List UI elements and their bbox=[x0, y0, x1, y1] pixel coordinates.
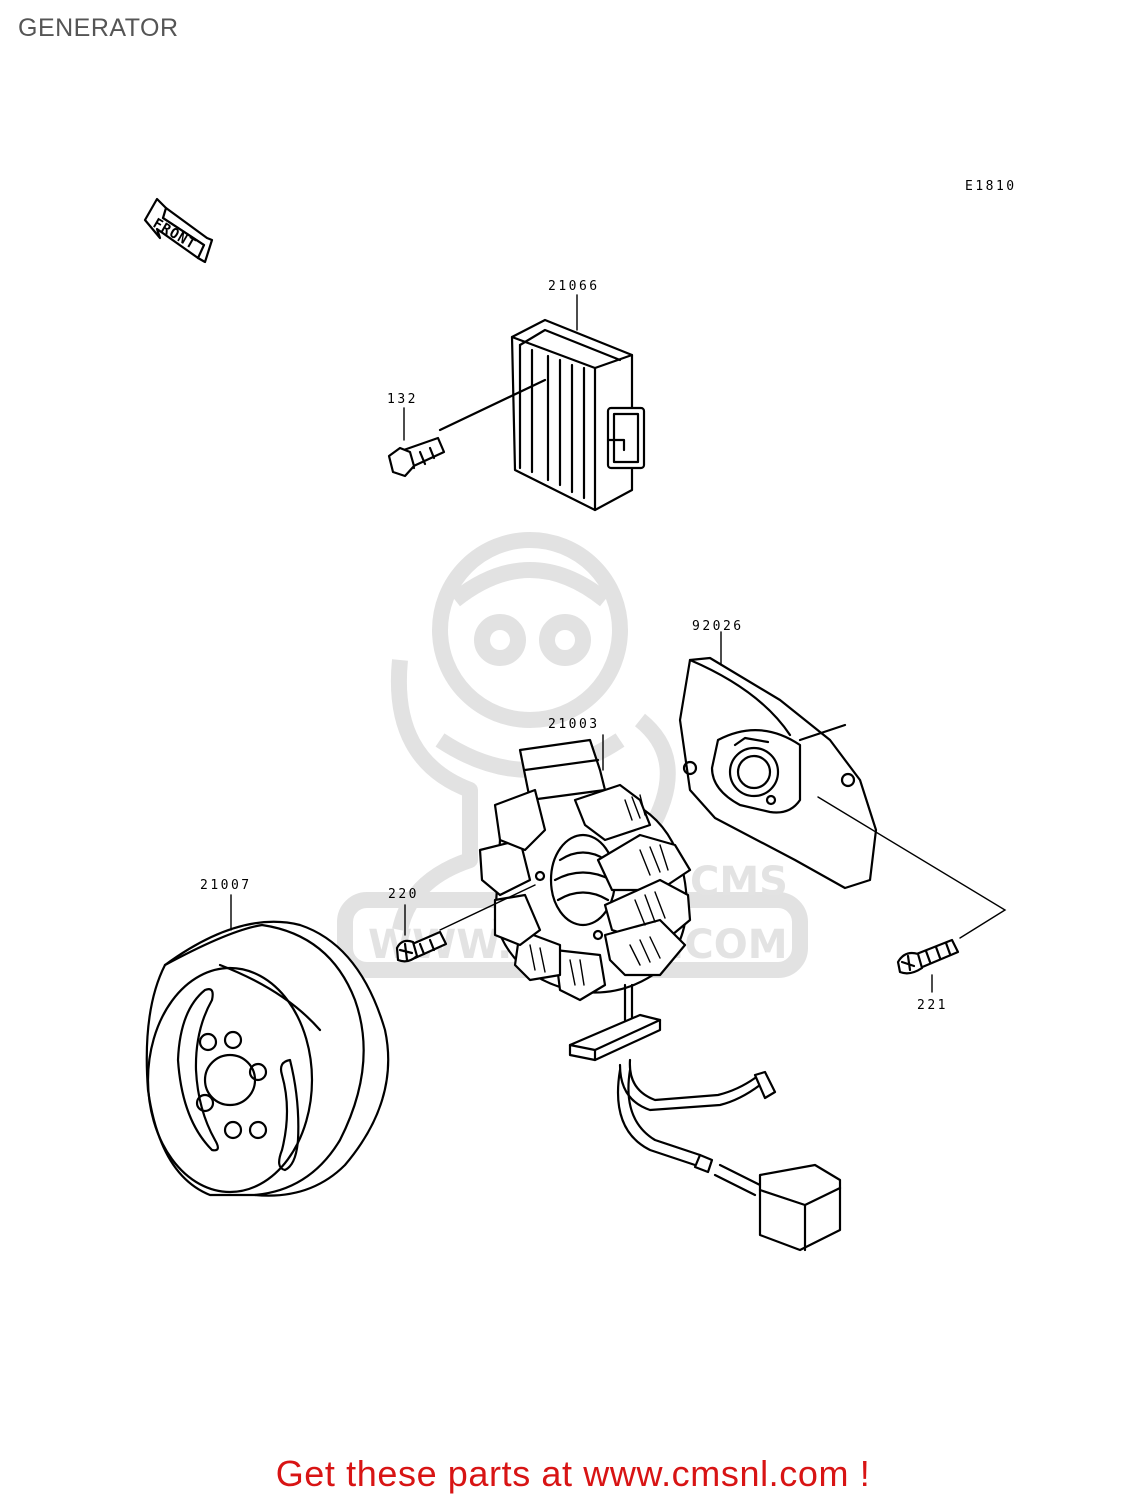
parts-link-banner[interactable]: Get these parts at www.cmsnl.com ! bbox=[275, 1453, 871, 1494]
regulator-rectifier bbox=[510, 318, 646, 512]
callout-stator: 21003 bbox=[548, 717, 600, 732]
diagram-code: E1810 bbox=[965, 179, 1017, 194]
front-direction-arrow-icon: FRONT bbox=[143, 197, 214, 264]
callout-regulator-bolt: 132 bbox=[387, 392, 418, 407]
stator-coil-assembly bbox=[478, 738, 842, 1252]
generator-cover bbox=[678, 656, 878, 890]
callout-stator-screw: 220 bbox=[388, 887, 419, 902]
cover-screw bbox=[817, 796, 1007, 975]
regulator-bolt bbox=[387, 378, 547, 478]
rotor-flywheel bbox=[145, 920, 390, 1197]
callout-regulator: 21066 bbox=[548, 279, 600, 294]
page-title: GENERATOR bbox=[18, 14, 179, 42]
callout-rotor: 21007 bbox=[200, 878, 252, 893]
callout-cover: 92026 bbox=[692, 619, 744, 634]
callout-cover-screw: 221 bbox=[917, 998, 948, 1013]
stator-screw bbox=[395, 884, 536, 963]
watermark-logo-text: CMS bbox=[690, 859, 788, 905]
